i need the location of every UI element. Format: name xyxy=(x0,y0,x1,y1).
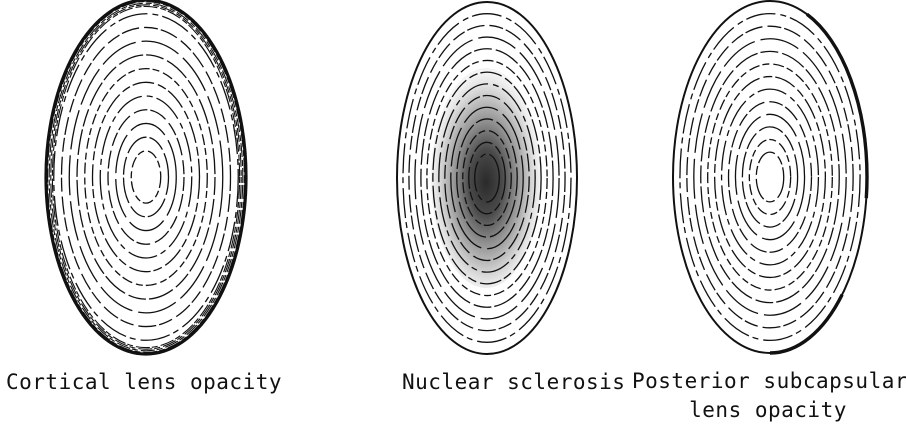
lens-ring xyxy=(124,137,169,217)
caption-nuclear-sclerosis: Nuclear sclerosis xyxy=(402,370,625,394)
lens-ring xyxy=(62,27,231,326)
lens-ring xyxy=(715,77,826,278)
lens-ring xyxy=(694,39,846,315)
caption-cortical-lens-opacity: Cortical lens opacity xyxy=(6,370,282,394)
lens-ring xyxy=(77,55,215,299)
lens-ring xyxy=(708,64,833,290)
lens-ring xyxy=(131,151,161,203)
lens-ring xyxy=(735,114,804,239)
lens-ring xyxy=(85,69,208,286)
nuclear-sclerosis-lens-drawing xyxy=(397,2,577,354)
caption-line: Nuclear sclerosis xyxy=(402,370,625,394)
lens-ring xyxy=(54,14,239,341)
lens-ring xyxy=(756,152,783,202)
caption-line: Cortical lens opacity xyxy=(6,370,282,394)
caption-posterior-subcapsular: Posterior subcapsular lens opacity xyxy=(632,367,904,425)
lens-ring xyxy=(742,127,797,227)
caption-line: lens opacity xyxy=(632,396,904,425)
caption-line: Posterior subcapsular xyxy=(632,367,904,396)
lens-ring xyxy=(687,26,853,328)
lens-ring xyxy=(729,102,812,253)
lens-ring xyxy=(108,110,184,245)
cortical-rim-line xyxy=(51,5,241,349)
lens-ring xyxy=(749,139,790,214)
lens-ring xyxy=(100,96,192,258)
lens-ring xyxy=(116,123,177,230)
posterior-subcapsular-lens-drawing xyxy=(673,1,867,353)
cortical-rim-line xyxy=(52,6,239,347)
cortical-lens-drawing xyxy=(46,0,246,354)
lens-ring xyxy=(680,14,860,341)
